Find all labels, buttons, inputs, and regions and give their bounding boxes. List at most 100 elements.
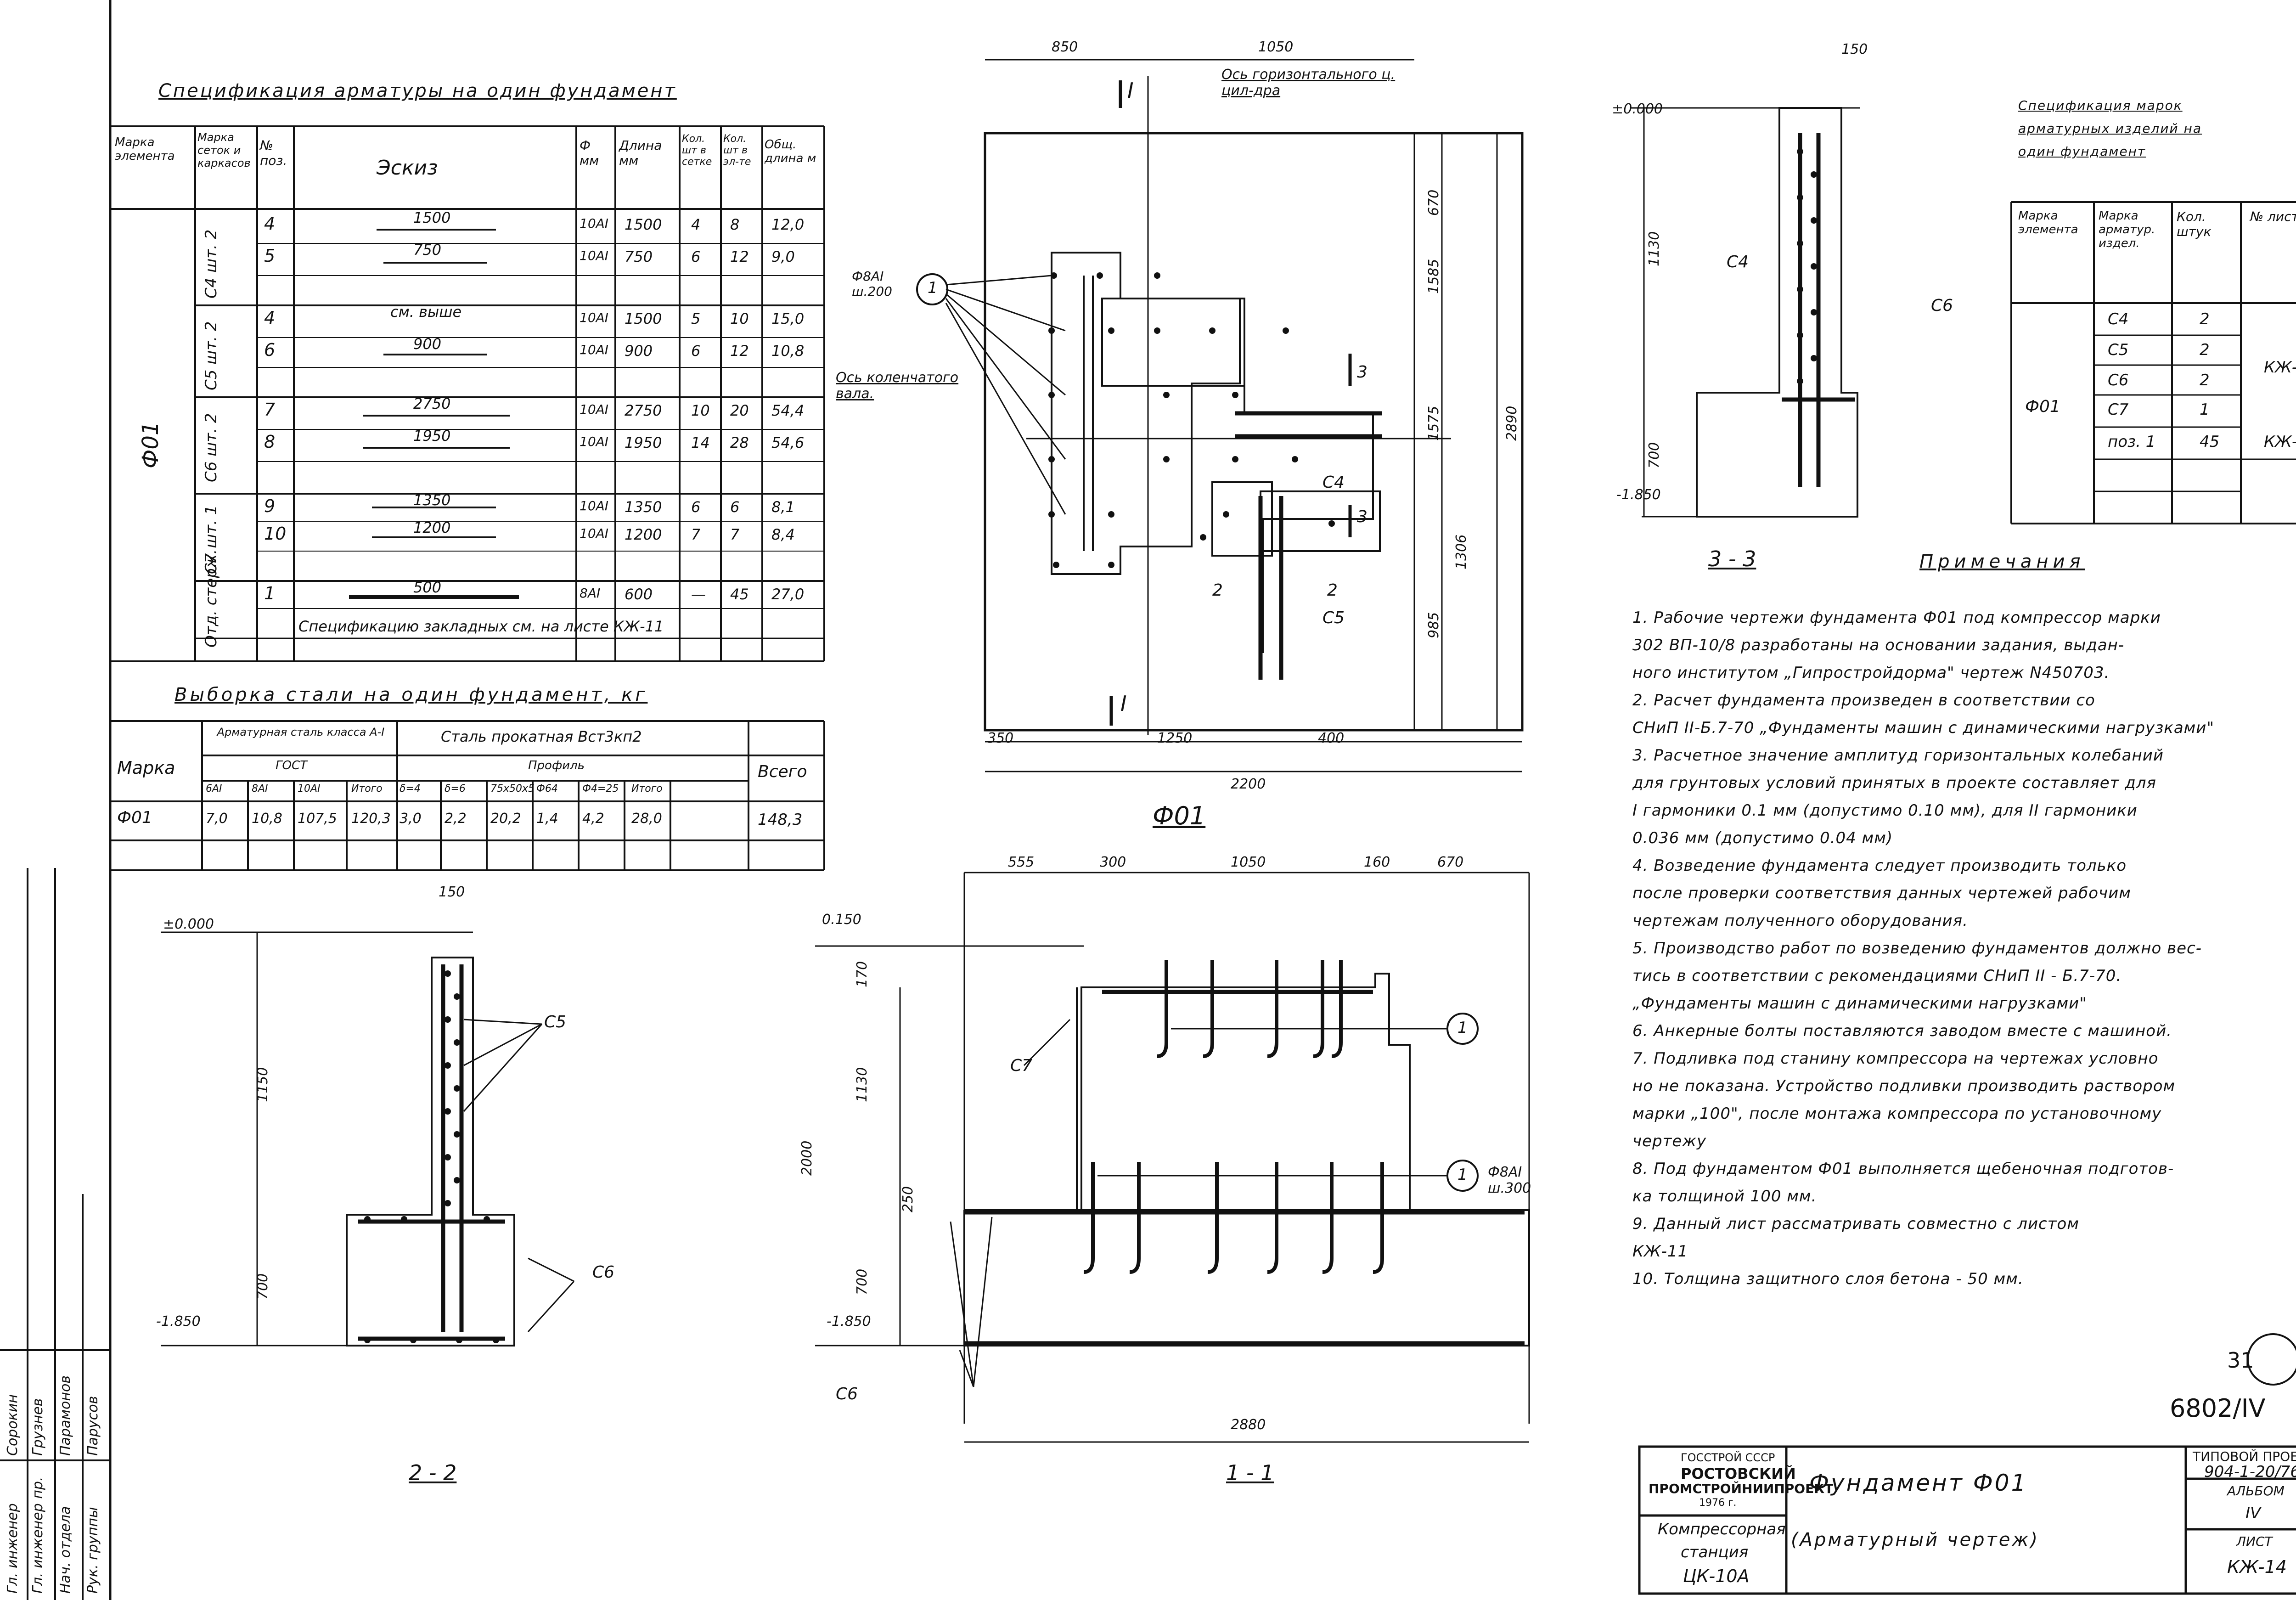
note-line: I гармоники 0.1 мм (допустимо 0.10 мм), … (1632, 801, 2138, 820)
stamp-sheet-label: ЛИСТ (2236, 1534, 2273, 1549)
plan-label-c4: С4 (1322, 473, 1345, 492)
spec-reinf-grid (110, 125, 825, 662)
spec-total: 10,8 (771, 342, 805, 360)
spec-dia: 10АI (580, 526, 609, 541)
sec11-left-dim-3: 2000 (799, 1140, 815, 1176)
spec-marks-item: С6 (2108, 371, 2129, 389)
note-line: 7. Подливка под станину компрессора на ч… (1632, 1049, 2159, 1068)
margin-role: Нач. отдела (57, 1506, 73, 1594)
spec-group-label: Отд. стерж. (202, 549, 220, 648)
sec11-marker-top: 1 (1458, 1019, 1468, 1037)
steel-col-header: Итого (631, 783, 663, 794)
spec-reinf-mark: Ф01 (138, 421, 163, 468)
sec11-callout-fam: Ф8АI ш.300 (1488, 1164, 1531, 1196)
spec-n1: 4 (691, 216, 701, 233)
stamp-object-line1: Компрессорная (1658, 1520, 1786, 1538)
plan-label-c5: С5 (1322, 608, 1345, 627)
stamp-org-year: 1976 г. (1699, 1497, 1737, 1509)
spec-len: 1500 (625, 310, 662, 327)
note-line: 302 ВП-10/8 разработаны на основании зад… (1632, 636, 2125, 654)
plan-label-axis-shaft: Ось коленчатого вала. (836, 370, 959, 402)
spec-reinf-header-mark: Марка элемента (115, 135, 175, 163)
plan-right-dim-4: 2890 (1504, 406, 1520, 441)
spec-total: 12,0 (771, 216, 805, 233)
steel-col-header: Ф64 (536, 783, 558, 794)
spec-n1: 6 (691, 342, 701, 360)
spec-reinf-header-qty2: Кол. шт в эл-те (723, 133, 751, 168)
steel-col-header: δ=4 (400, 783, 421, 794)
spec-n2: 6 (730, 498, 740, 516)
spec-group-label: С6 шт. 2 (202, 413, 220, 482)
steel-cell: 4,2 (582, 811, 604, 827)
plan-callout-fam: Ф8АI ш.200 (852, 269, 892, 299)
steel-cell: 10,8 (252, 811, 282, 827)
anchor-bolts (1083, 960, 1384, 1274)
spec-reinf-header-pos: № поз. (260, 138, 287, 168)
stamp-sheet-no: КЖ-14 (2227, 1557, 2287, 1577)
steel-header-mark: Марка (117, 758, 175, 778)
note-line: СНиП II-Б.7-70 „Фундаменты машин с динам… (1632, 719, 2215, 737)
steel-col-header: Итого (351, 783, 383, 794)
sec33-dim-2: 700 (1646, 442, 1662, 468)
plan-label-3b: 3 (1357, 507, 1367, 526)
steel-table-grid (110, 720, 825, 871)
note-line: чертежу (1632, 1132, 1707, 1150)
note-line: ка толщиной 100 мм. (1632, 1187, 1817, 1206)
steel-col-header: 8АI (252, 783, 268, 794)
plan-section-mark-top: I (1127, 78, 1134, 103)
spec-pos: 1 (264, 583, 276, 603)
margin-role: Рук. группы (85, 1507, 101, 1594)
sec11-marker-bot: 1 (1458, 1166, 1468, 1184)
spec-total: 54,4 (771, 402, 805, 419)
note-line: 2. Расчет фундамента произведен в соотве… (1632, 691, 2095, 710)
stamp-album-no: IV (2245, 1504, 2261, 1522)
sec33-top-dim: 150 (1841, 41, 1868, 57)
spec-pos: 9 (264, 496, 276, 516)
sec22-label-c6: С6 (592, 1263, 615, 1282)
note-line: „Фундаменты машин с динамическими нагруз… (1632, 994, 2087, 1013)
stamp-album-label: АЛЬБОМ (2227, 1483, 2285, 1499)
spec-sketch-label: 1200 (413, 519, 451, 536)
steel-col-header: Ф4=25 (582, 783, 619, 794)
plan-marker-1: 1 (928, 279, 938, 297)
sec33-dim-1: 1130 (1646, 231, 1662, 266)
note-line: после проверки соответствия данных черте… (1632, 884, 2131, 902)
spec-n1: 14 (691, 434, 710, 451)
sec11-overall-width: 2880 (1231, 1417, 1266, 1433)
steel-row-total: 148,3 (758, 811, 803, 829)
spec-sketch-label: 2750 (413, 395, 451, 412)
spec-pos: 4 (264, 308, 276, 328)
spec-sketch-label: 750 (413, 241, 442, 259)
spec-n2: 12 (730, 248, 749, 265)
left-margin-stamp (0, 868, 110, 1600)
plan-title: Ф01 (1153, 801, 1206, 830)
sec33-elev-top: ±0.000 (1612, 101, 1663, 117)
steel-header-reinf-sub: ГОСТ (276, 759, 307, 772)
note-line: 9. Данный лист рассматривать совместно с… (1632, 1215, 2080, 1233)
spec-group-label: С4 шт. 2 (202, 229, 220, 299)
spec-n1: 10 (691, 402, 710, 419)
plan-label-3a: 3 (1357, 363, 1367, 382)
spec-total: 27,0 (771, 586, 805, 603)
stamp-drawing-title: Фундамент Ф01 (1809, 1470, 2028, 1496)
spec-sketch-label: 900 (413, 335, 442, 353)
plan-bottom-dim-2: 1250 (1157, 730, 1193, 746)
rebar-dots (364, 148, 1817, 1343)
plan-label-2b: 2 (1327, 581, 1338, 600)
margin-role: Гл. инженер пр. (30, 1476, 46, 1594)
margin-role: Гл. инженер (5, 1503, 21, 1594)
spec-dia: 10АI (580, 498, 609, 513)
spec-dia: 10АI (580, 310, 609, 325)
spec-pos: 5 (264, 246, 276, 266)
spec-reinf-header-qty1: Кол. шт в сетке (682, 133, 712, 168)
sec22-top-dim: 150 (439, 884, 465, 900)
steel-row-mark: Ф01 (117, 808, 152, 827)
steel-header-reinf: Арматурная сталь класса А-I (217, 726, 385, 738)
steel-header-rolled-sub: Профиль (528, 759, 585, 772)
margin-name: Грузнев (30, 1398, 46, 1456)
spec-n2: 28 (730, 434, 749, 451)
plan-right-dim-2: 1585 (1426, 259, 1442, 294)
note-line: марки „100", после монтажа компрессора п… (1632, 1104, 2162, 1123)
stamp-object-line3: ЦК-10А (1683, 1566, 1750, 1586)
spec-len: 1950 (625, 434, 662, 451)
